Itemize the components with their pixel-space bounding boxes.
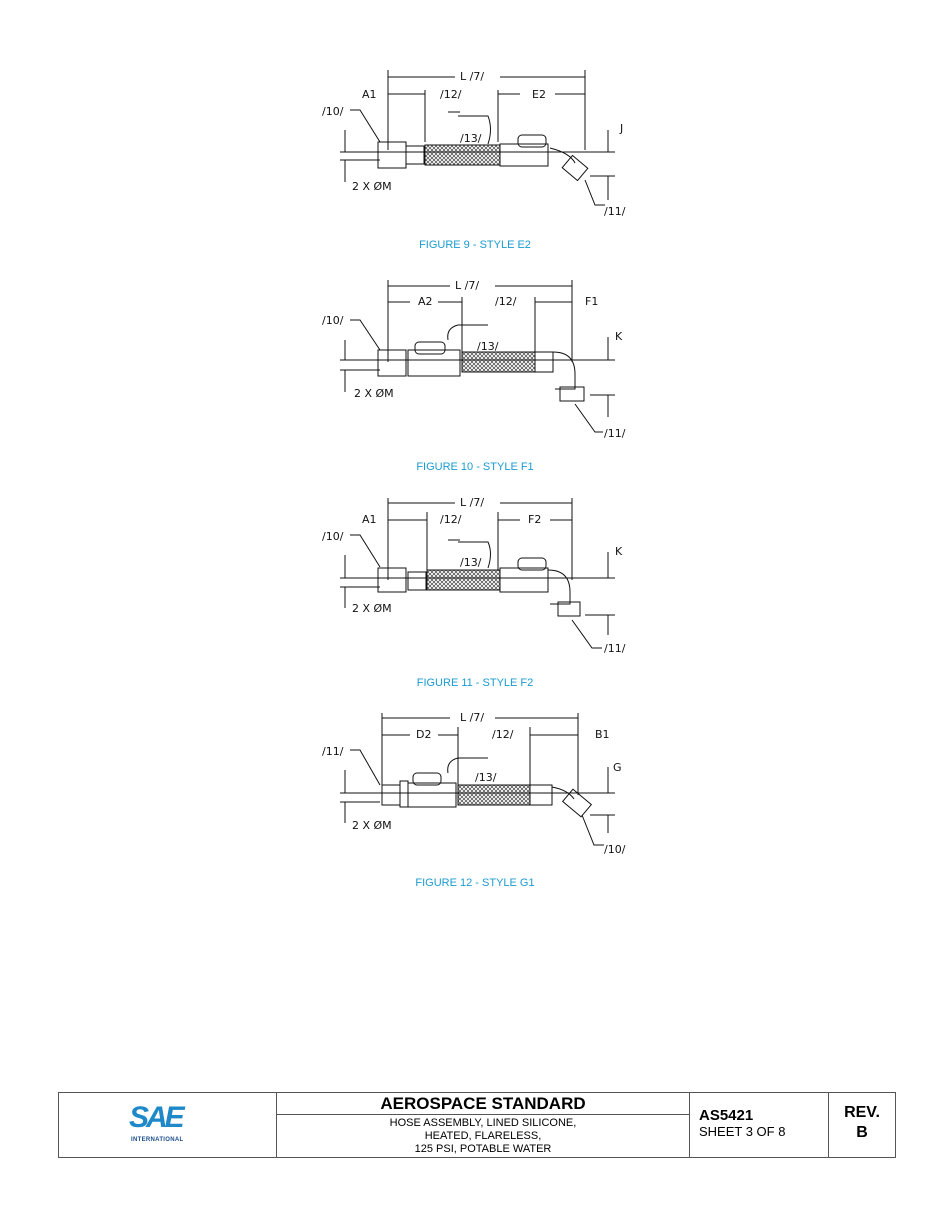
revision-cell: REV. B — [829, 1093, 895, 1157]
sae-logo-sub: INTERNATIONAL — [131, 1137, 184, 1143]
figure-caption: FIGURE 10 - STYLE F1 — [416, 461, 534, 473]
svg-text:2 X ØM: 2 X ØM — [352, 602, 392, 615]
svg-text:2 X ØM: 2 X ØM — [354, 387, 394, 400]
svg-text:B1: B1 — [595, 728, 610, 741]
svg-text:J: J — [619, 122, 623, 135]
svg-text:/13/: /13/ — [460, 556, 482, 569]
figure-caption: FIGURE 9 - STYLE E2 — [419, 239, 531, 251]
svg-text:D2: D2 — [416, 728, 431, 741]
svg-text:2 X ØM: 2 X ØM — [352, 180, 392, 193]
svg-text:/13/: /13/ — [475, 771, 497, 784]
svg-text:/12/: /12/ — [492, 728, 514, 741]
svg-text:K: K — [615, 545, 623, 558]
figure-10: L /7/ A2 F1 /12/ /13/ /10/ /11/ K 2 X ØM… — [310, 272, 650, 482]
svg-text:/11/: /11/ — [604, 427, 626, 440]
figure-9: L /7/ A1 E2 /12/ /13/ /10/ /11/ J 2 X ØM… — [310, 60, 650, 260]
svg-text:/11/: /11/ — [604, 642, 626, 655]
description-line: 125 PSI, POTABLE WATER — [414, 1143, 552, 1155]
figure-11: L /7/ A1 F2 /12/ /13/ /10/ /11/ K 2 X ØM… — [310, 490, 650, 700]
svg-text:L /7/: L /7/ — [460, 711, 484, 724]
title-block: SAE INTERNATIONAL AEROSPACE STANDARD HOS… — [58, 1092, 896, 1158]
sheet-number: SHEET 3 OF 8 — [699, 1124, 786, 1139]
description-line: HOSE ASSEMBLY, LINED SILICONE, — [389, 1117, 577, 1129]
hose-drawing-f1: L /7/ A2 F1 /12/ /13/ /10/ /11/ K 2 X ØM — [322, 279, 626, 440]
svg-text:/10/: /10/ — [604, 843, 626, 856]
svg-text:L /7/: L /7/ — [455, 279, 479, 292]
svg-text:/12/: /12/ — [440, 88, 462, 101]
svg-text:/12/: /12/ — [440, 513, 462, 526]
svg-text:F1: F1 — [585, 295, 598, 308]
svg-text:F2: F2 — [528, 513, 541, 526]
document-number: AS5421 — [699, 1107, 754, 1124]
hose-drawing-g1: L /7/ D2 B1 /12/ /13/ /11/ /10/ G 2 X ØM — [322, 711, 626, 856]
svg-text:G: G — [613, 761, 622, 774]
revision-label: REV. — [844, 1104, 880, 1121]
document-title: AEROSPACE STANDARD HOSE ASSEMBLY, LINED … — [277, 1093, 690, 1157]
document-number-cell: AS5421 SHEET 3 OF 8 — [690, 1093, 829, 1157]
svg-text:/10/: /10/ — [322, 105, 344, 118]
svg-text:A1: A1 — [362, 88, 377, 101]
document-description: HOSE ASSEMBLY, LINED SILICONE, HEATED, F… — [277, 1115, 689, 1157]
hose-drawing-f2: L /7/ A1 F2 /12/ /13/ /10/ /11/ K 2 X ØM — [322, 496, 626, 655]
svg-text:2 X ØM: 2 X ØM — [352, 819, 392, 832]
sae-logo-mark: SAE — [129, 1101, 185, 1134]
sae-logo: SAE INTERNATIONAL — [59, 1093, 277, 1157]
svg-text:E2: E2 — [532, 88, 546, 101]
svg-text:L /7/: L /7/ — [460, 70, 484, 83]
description-line: HEATED, FLARELESS, — [424, 1130, 542, 1142]
svg-text:/10/: /10/ — [322, 314, 344, 327]
svg-text:/13/: /13/ — [477, 340, 499, 353]
svg-text:A2: A2 — [418, 295, 433, 308]
figure-caption: FIGURE 11 - STYLE F2 — [416, 677, 534, 689]
svg-text:/12/: /12/ — [495, 295, 517, 308]
hose-drawing-e2: L /7/ A1 E2 /12/ /13/ /10/ /11/ J 2 X ØM — [322, 70, 626, 218]
svg-text:/11/: /11/ — [322, 745, 344, 758]
svg-text:L /7/: L /7/ — [460, 496, 484, 509]
svg-text:/10/: /10/ — [322, 530, 344, 543]
figure-12: L /7/ D2 B1 /12/ /13/ /11/ /10/ G 2 X ØM… — [310, 705, 650, 895]
figure-caption: FIGURE 12 - STYLE G1 — [415, 877, 535, 889]
svg-text:/11/: /11/ — [604, 205, 626, 218]
svg-text:K: K — [615, 330, 623, 343]
svg-text:A1: A1 — [362, 513, 377, 526]
revision-value: B — [856, 1124, 868, 1141]
standard-heading: AEROSPACE STANDARD — [277, 1093, 689, 1115]
svg-text:/13/: /13/ — [460, 132, 482, 145]
